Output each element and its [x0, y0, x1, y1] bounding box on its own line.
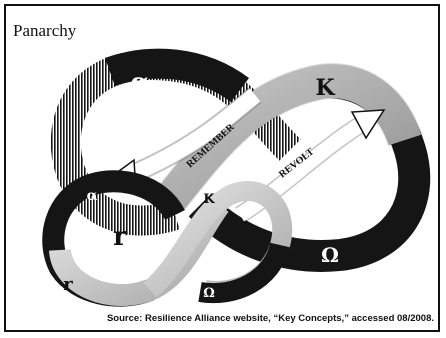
small-k-label: K: [203, 192, 215, 207]
small-omega-label: Ω: [203, 286, 215, 301]
small-r-label: r: [63, 274, 73, 295]
large-r-label: r: [113, 222, 127, 252]
large-k-label: K: [315, 75, 335, 101]
large-alpha-dark-band: [110, 64, 240, 90]
large-alpha-label: α: [131, 67, 149, 96]
small-alpha-label: α: [87, 188, 98, 204]
large-omega-label: Ω: [321, 243, 339, 267]
source-caption: Source: Resilience Alliance website, “Ke…: [0, 313, 434, 324]
